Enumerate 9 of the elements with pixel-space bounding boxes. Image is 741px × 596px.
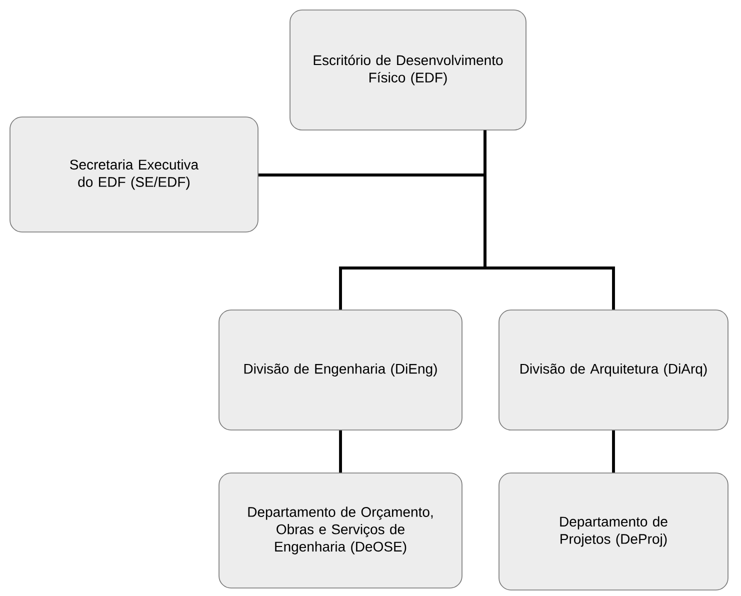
connector-line <box>612 430 615 473</box>
org-box: Secretaria Executiva do EDF (SE/EDF) <box>10 116 258 232</box>
org-box: Divisão de Engenharia (DiEng) <box>218 310 462 430</box>
org-box: Divisão de Arquitetura (DiArq) <box>498 310 728 430</box>
connector-line <box>339 430 342 473</box>
org-box: Departamento de Projetos (DeProj) <box>498 472 728 590</box>
org-box: Escritório de Desenvolvimento Físico (EDF) <box>290 10 526 130</box>
connector-line <box>484 130 615 310</box>
org-box: Departamento de Orçamento, Obras e Serviços de Engenharia (DeOSE) <box>218 472 462 588</box>
